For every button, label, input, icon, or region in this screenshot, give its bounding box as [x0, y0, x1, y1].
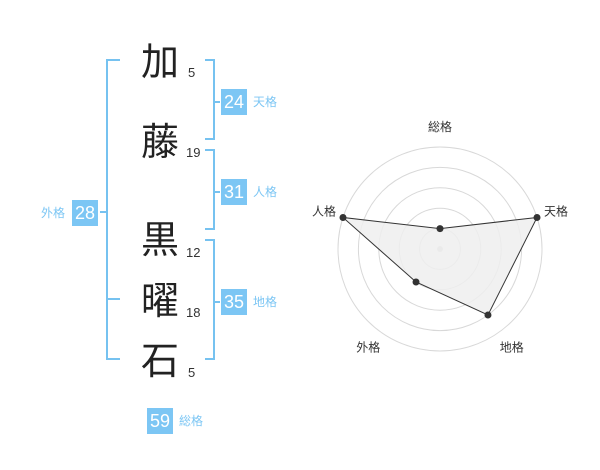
jinkaku-value: 31	[221, 179, 247, 205]
tenkaku-value: 24	[221, 89, 247, 115]
soukaku-label: 総格	[179, 414, 204, 428]
tenkaku-label: 天格	[253, 95, 278, 109]
gaikaku-label: 外格	[41, 206, 66, 220]
name-char-2: 藤	[140, 120, 179, 164]
jinkaku-label: 人格	[253, 185, 278, 199]
name-char-3: 黒	[140, 218, 179, 262]
stroke-count-3: 12	[186, 245, 201, 260]
radar-axis-label-1: 総格	[428, 119, 452, 134]
chikaku-value: 35	[221, 289, 247, 315]
radar-axis-label-4: 外格	[356, 340, 380, 355]
radar-data-polygon	[341, 216, 538, 316]
name-char-1: 加	[140, 40, 179, 84]
radar-ring	[337, 146, 543, 352]
radar-point-2	[533, 213, 541, 221]
stroke-count-4: 18	[186, 305, 201, 320]
radar-axis-label-2: 天格	[544, 203, 568, 218]
radar-point-4	[412, 278, 420, 286]
soukaku-value: 59	[147, 408, 173, 434]
radar-point-1	[436, 225, 444, 233]
stroke-count-2: 19	[186, 145, 201, 160]
stroke-count-1: 5	[188, 65, 196, 80]
radar-point-3	[484, 311, 492, 319]
radar-axis-label-3: 地格	[500, 340, 524, 355]
name-char-4: 曜	[140, 279, 179, 323]
stroke-count-5: 5	[188, 365, 196, 380]
gaikaku-value: 28	[72, 200, 98, 226]
radar-axis-label-5: 人格	[312, 203, 336, 218]
chikaku-label: 地格	[253, 295, 278, 309]
radar-point-5	[339, 213, 347, 221]
name-char-5: 石	[140, 339, 179, 383]
